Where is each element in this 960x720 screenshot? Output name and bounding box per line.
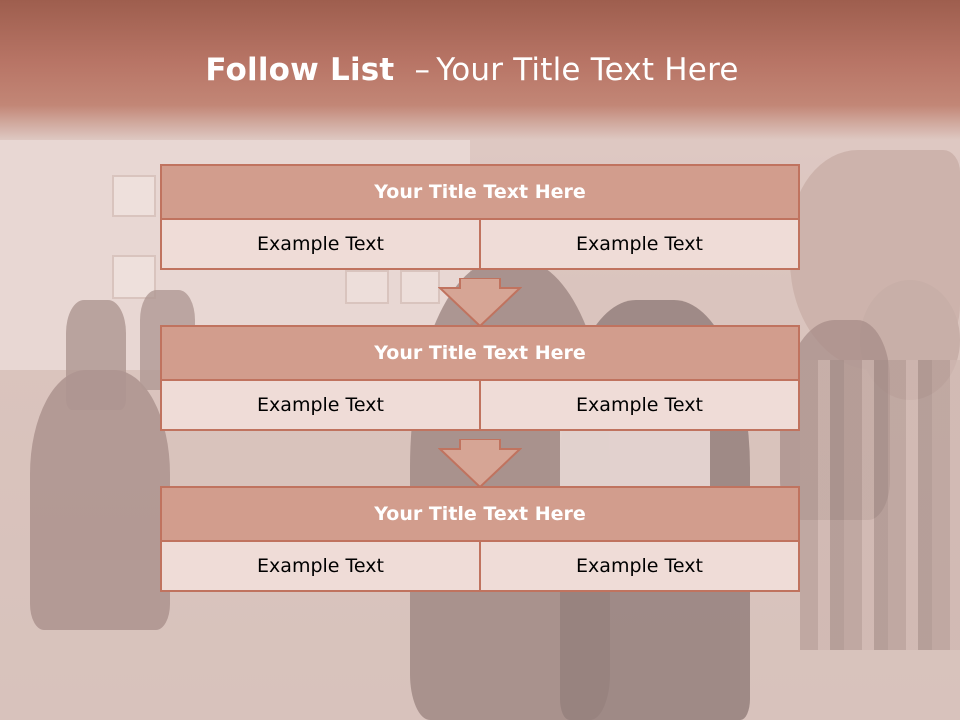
bg-window bbox=[112, 255, 156, 299]
list-block-2: Your Title Text Here Example Text Exampl… bbox=[160, 325, 800, 431]
title-separator: – bbox=[414, 52, 431, 88]
bg-window bbox=[400, 270, 440, 304]
list-block-3: Your Title Text Here Example Text Exampl… bbox=[160, 486, 800, 592]
block-cell-right: Example Text bbox=[479, 381, 800, 431]
block-cell-left: Example Text bbox=[160, 381, 479, 431]
slide-title: Follow List –Your Title Text Here bbox=[0, 52, 944, 88]
block-cell-right: Example Text bbox=[479, 220, 800, 270]
block-header: Your Title Text Here bbox=[160, 325, 800, 381]
title-rest: Your Title Text Here bbox=[436, 52, 739, 88]
down-arrow-icon bbox=[438, 278, 522, 328]
block-row: Example Text Example Text bbox=[160, 381, 800, 431]
block-row: Example Text Example Text bbox=[160, 542, 800, 592]
title-bold: Follow List bbox=[205, 52, 395, 88]
block-cell-left: Example Text bbox=[160, 220, 479, 270]
down-arrow-icon bbox=[438, 439, 522, 489]
block-cell-right: Example Text bbox=[479, 542, 800, 592]
bg-rider bbox=[66, 300, 126, 410]
bg-horse bbox=[30, 370, 170, 630]
bg-crowd bbox=[800, 360, 960, 650]
block-cell-left: Example Text bbox=[160, 542, 479, 592]
block-header: Your Title Text Here bbox=[160, 486, 800, 542]
block-header: Your Title Text Here bbox=[160, 164, 800, 220]
header-band bbox=[0, 0, 960, 140]
bg-window bbox=[345, 270, 389, 304]
block-row: Example Text Example Text bbox=[160, 220, 800, 270]
list-block-1: Your Title Text Here Example Text Exampl… bbox=[160, 164, 800, 270]
bg-window bbox=[112, 175, 156, 217]
